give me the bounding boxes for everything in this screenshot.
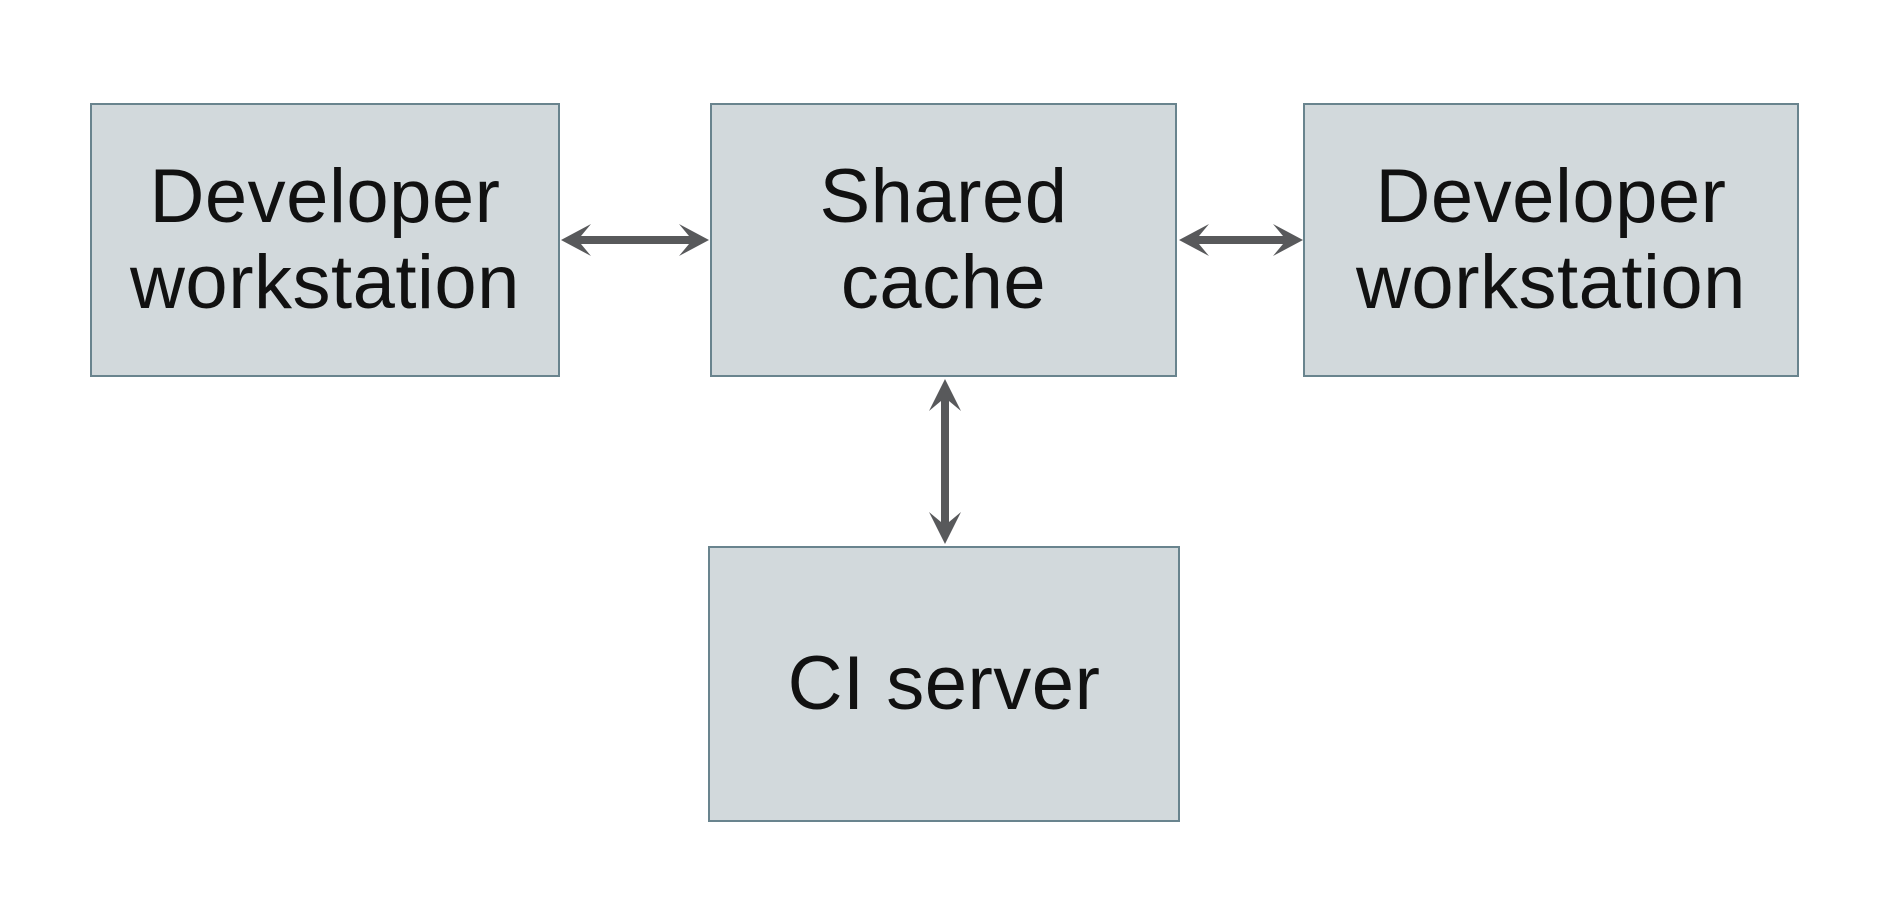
- node-ci-server: CI server: [708, 546, 1180, 822]
- node-label-line: cache: [840, 240, 1047, 325]
- node-label-line: workstation: [130, 240, 520, 325]
- node-developer-workstation-left: Developer workstation: [90, 103, 560, 377]
- node-shared-cache: Shared cache: [710, 103, 1177, 377]
- double-arrow-horizontal-icon: [1179, 224, 1303, 256]
- double-arrow-vertical-icon: [929, 379, 961, 544]
- node-label-line: Developer: [1375, 154, 1727, 240]
- bidirectional-arrow-cache-right-workstation: [1179, 218, 1303, 262]
- node-developer-workstation-right: Developer workstation: [1303, 103, 1799, 377]
- bidirectional-arrow-cache-ci-server: [923, 379, 967, 544]
- node-label-line: Developer: [149, 154, 501, 240]
- bidirectional-arrow-left-workstation-cache: [561, 218, 709, 262]
- node-label-line: Shared: [819, 154, 1068, 240]
- node-label-line: CI server: [787, 641, 1101, 727]
- node-label-line: workstation: [1356, 240, 1746, 325]
- double-arrow-horizontal-icon: [561, 224, 709, 256]
